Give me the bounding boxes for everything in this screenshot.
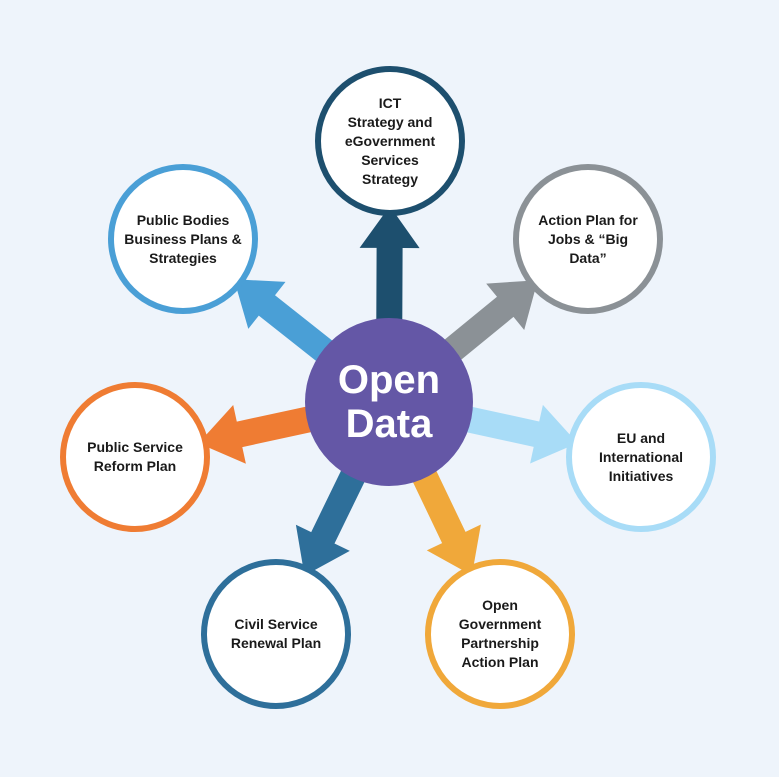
arrow-to-eu-international bbox=[444, 402, 578, 464]
node-civil-service: Civil Service Renewal Plan bbox=[201, 559, 351, 709]
center-label: Open Data bbox=[337, 358, 441, 446]
node-action-plan-jobs: Action Plan for Jobs & “Big Data” bbox=[513, 164, 663, 314]
arrow-to-ict-strategy bbox=[359, 206, 420, 343]
node-eu-international-label: EU and International Initiatives bbox=[598, 429, 683, 484]
node-civil-service-label: Civil Service Renewal Plan bbox=[230, 616, 322, 651]
node-public-bodies-label: Public Bodies Business Plans & Strategie… bbox=[124, 211, 242, 266]
node-public-service-reform-label: Public Service Reform Plan bbox=[87, 439, 183, 474]
node-open-government: Open Government Partnership Action Plan bbox=[425, 559, 575, 709]
arrow-to-public-service-reform bbox=[198, 402, 334, 464]
node-action-plan-jobs-label: Action Plan for Jobs & “Big Data” bbox=[538, 211, 638, 266]
node-ict-strategy: ICT Strategy and eGovernment Services St… bbox=[315, 66, 465, 216]
node-eu-international: EU and International Initiatives bbox=[566, 382, 716, 532]
center-circle: Open Data bbox=[305, 318, 473, 486]
arrow-to-open-government bbox=[403, 450, 481, 576]
node-public-service-reform: Public Service Reform Plan bbox=[60, 382, 210, 532]
node-public-bodies: Public Bodies Business Plans & Strategie… bbox=[108, 164, 258, 314]
arrow-to-civil-service bbox=[295, 450, 375, 576]
node-ict-strategy-label: ICT Strategy and eGovernment Services St… bbox=[344, 94, 436, 187]
node-open-government-label: Open Government Partnership Action Plan bbox=[458, 597, 542, 670]
